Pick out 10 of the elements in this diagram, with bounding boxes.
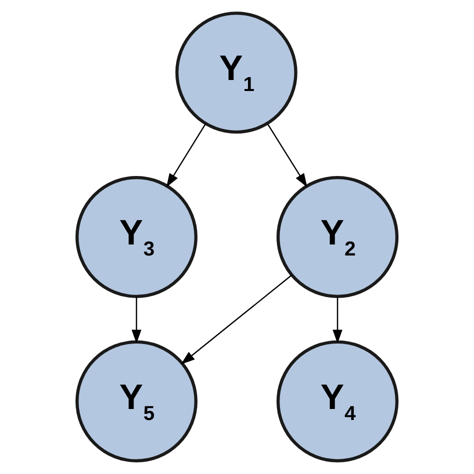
node-circle: Y$_{2}$: [276, 176, 399, 298]
node-circle: Y$_{5}$: [75, 340, 198, 462]
arrow: [166, 123, 206, 188]
arrow: [332, 296, 342, 344]
node-circle: Y$_{3}$: [75, 176, 198, 298]
arrow: [267, 123, 308, 188]
arrow: [180, 274, 292, 364]
node-circle: Y$_{1}$: [175, 12, 298, 134]
node-circle: Y$_{4}$: [276, 340, 399, 462]
arrow: [132, 296, 142, 344]
